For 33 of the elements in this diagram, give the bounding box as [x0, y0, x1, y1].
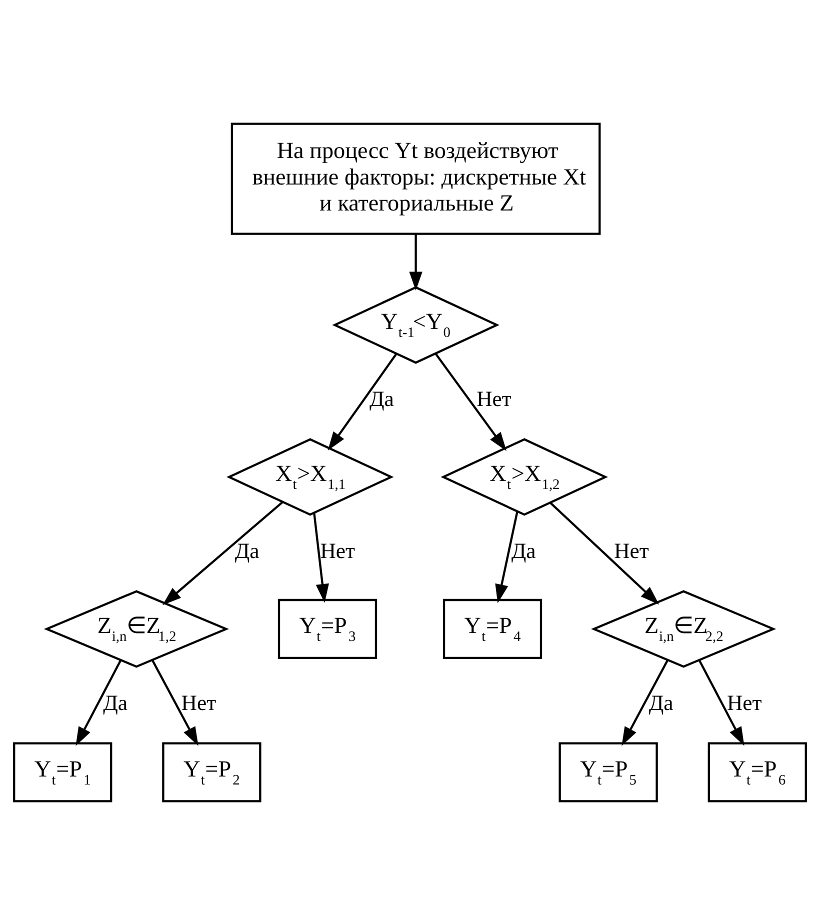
arrow [409, 234, 422, 290]
arrow [622, 659, 669, 746]
edge-label: Да [648, 690, 674, 715]
node-box: Y$_{t}$=P$_{4}$ [442, 598, 542, 658]
node-diamond: Y$_{t-1}$<Y$_{0}$ [332, 286, 500, 364]
node-box: На процесс Yt воздействуют внешние факторы: дискретные Xt и категориальные Z [230, 122, 601, 234]
edge-label: Нет [614, 538, 649, 563]
node-box: Y$_{t}$=P$_{2}$ [162, 742, 262, 802]
arrow [313, 512, 329, 602]
edge-label: Да [369, 386, 394, 411]
node-box: Y$_{t}$=P$_{1}$ [13, 742, 112, 802]
edge-label: Нет [181, 690, 216, 715]
arrow [495, 510, 518, 603]
arrow [76, 659, 122, 746]
node-box: Y$_{t}$=P$_{5}$ [558, 742, 658, 802]
node-diamond: X$_{t}$>X$_{1,2}$ [440, 438, 608, 516]
edge-label: Нет [320, 538, 356, 563]
arrow [434, 352, 506, 451]
edge-label: Да [234, 538, 260, 563]
arrow [151, 659, 198, 746]
arrow [328, 352, 398, 450]
edge-label: Да [103, 690, 128, 715]
node-box: Y$_{t}$=P$_{6}$ [708, 742, 807, 802]
node-box: Y$_{t}$=P$_{3}$ [278, 598, 378, 658]
edge-label: Да [511, 538, 536, 563]
node-diamond: Z$_{i,n}$∈Z$_{2,2}$ [591, 590, 776, 668]
edge-label: Нет [727, 690, 762, 715]
node-diamond: X$_{t}$>X$_{1,1}$ [226, 438, 394, 516]
arrow [550, 502, 660, 604]
node-diamond: Z$_{i,n}$∈Z$_{1,2}$ [44, 590, 229, 668]
edge-label: Нет [476, 386, 512, 411]
arrow [162, 500, 284, 605]
arrow [698, 659, 744, 746]
